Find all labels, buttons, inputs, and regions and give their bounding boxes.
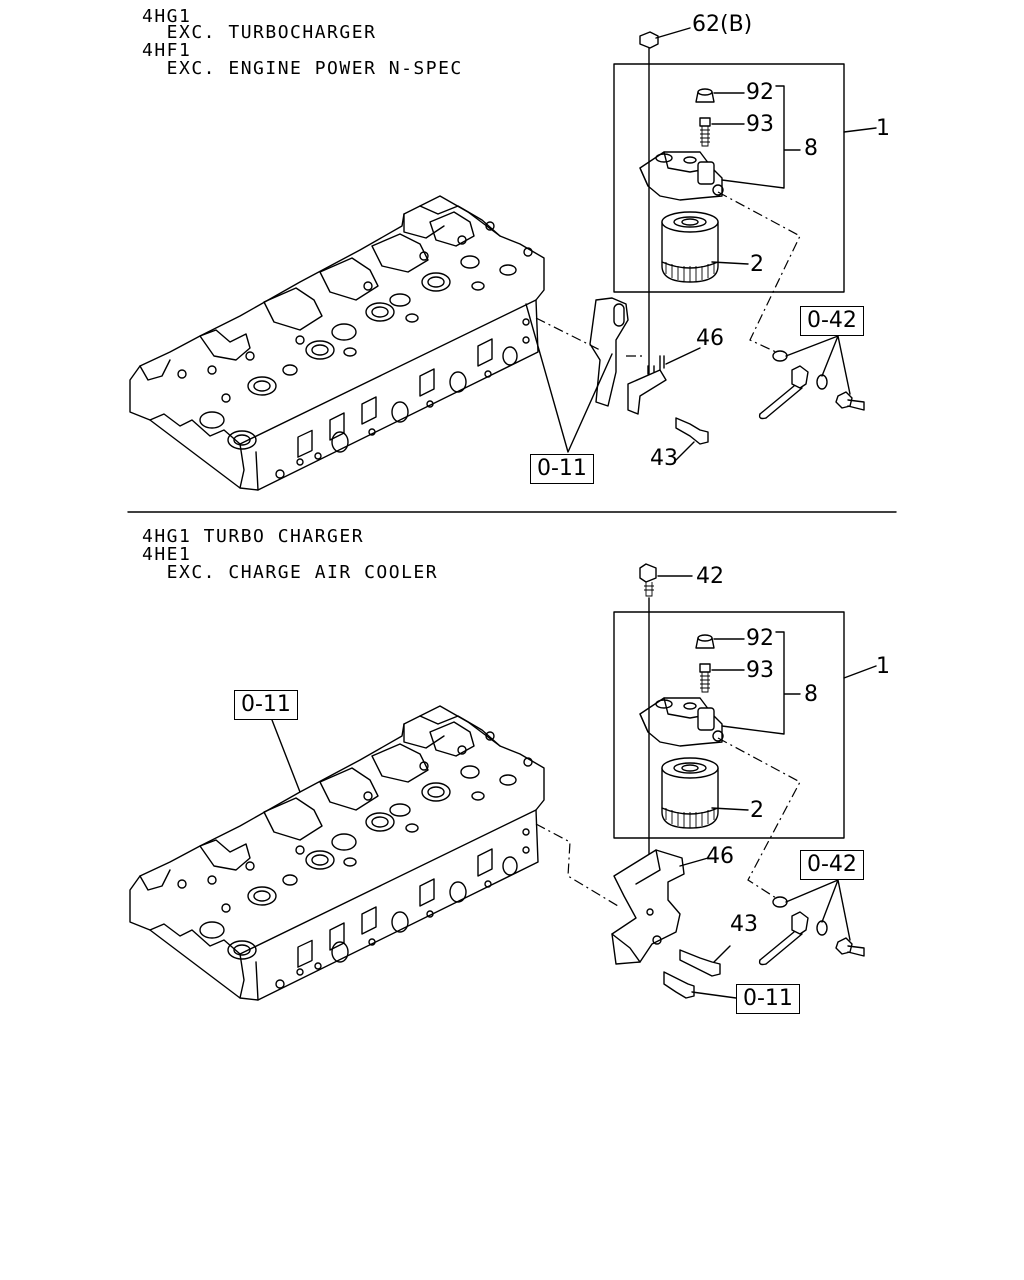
top-heading-line-1: 4HG1 <box>142 6 192 27</box>
bottom-heading-line-2: 4HE1 <box>142 544 192 565</box>
label-1-bottom[interactable]: 1 <box>876 654 890 679</box>
label-42-bottom[interactable]: 42 <box>696 564 724 589</box>
label-46-bottom[interactable]: 46 <box>706 844 734 869</box>
label-2-bottom[interactable]: 2 <box>750 798 764 823</box>
filter-assembly-box-bottom <box>613 611 845 839</box>
filter-assembly-box-top <box>613 63 845 293</box>
ref-box-0-11-top[interactable]: 0-11 <box>530 454 594 484</box>
top-heading-line-2: EXC. TURBOCHARGER <box>142 22 377 43</box>
bottom-heading-line-1: 4HG1 TURBO CHARGER <box>142 526 365 547</box>
label-1-top[interactable]: 1 <box>876 116 890 141</box>
bottom-heading-line-3: EXC. CHARGE AIR COOLER <box>142 562 439 583</box>
label-8-top[interactable]: 8 <box>804 136 818 161</box>
ref-box-0-42-bottom[interactable]: 0-42 <box>800 850 864 880</box>
ref-box-0-11-head-bottom[interactable]: 0-11 <box>234 690 298 720</box>
label-43-top[interactable]: 43 <box>650 446 678 471</box>
top-heading-line-3: 4HF1 <box>142 40 192 61</box>
label-92-bottom[interactable]: 92 <box>746 626 774 651</box>
ref-box-0-11-bolt-bottom[interactable]: 0-11 <box>736 984 800 1014</box>
label-8-bottom[interactable]: 8 <box>804 682 818 707</box>
label-93-top[interactable]: 93 <box>746 112 774 137</box>
label-93-bottom[interactable]: 93 <box>746 658 774 683</box>
label-43-bottom[interactable]: 43 <box>730 912 758 937</box>
label-2-top[interactable]: 2 <box>750 252 764 277</box>
top-heading-line-4: EXC. ENGINE POWER N-SPEC <box>142 58 463 79</box>
label-46-top[interactable]: 46 <box>696 326 724 351</box>
label-62b[interactable]: 62(B) <box>692 12 753 37</box>
cylinder-head-drawing-bottom <box>129 705 545 1001</box>
cylinder-head-drawing-top <box>129 195 545 491</box>
ref-box-0-42-top[interactable]: 0-42 <box>800 306 864 336</box>
label-92-top[interactable]: 92 <box>746 80 774 105</box>
